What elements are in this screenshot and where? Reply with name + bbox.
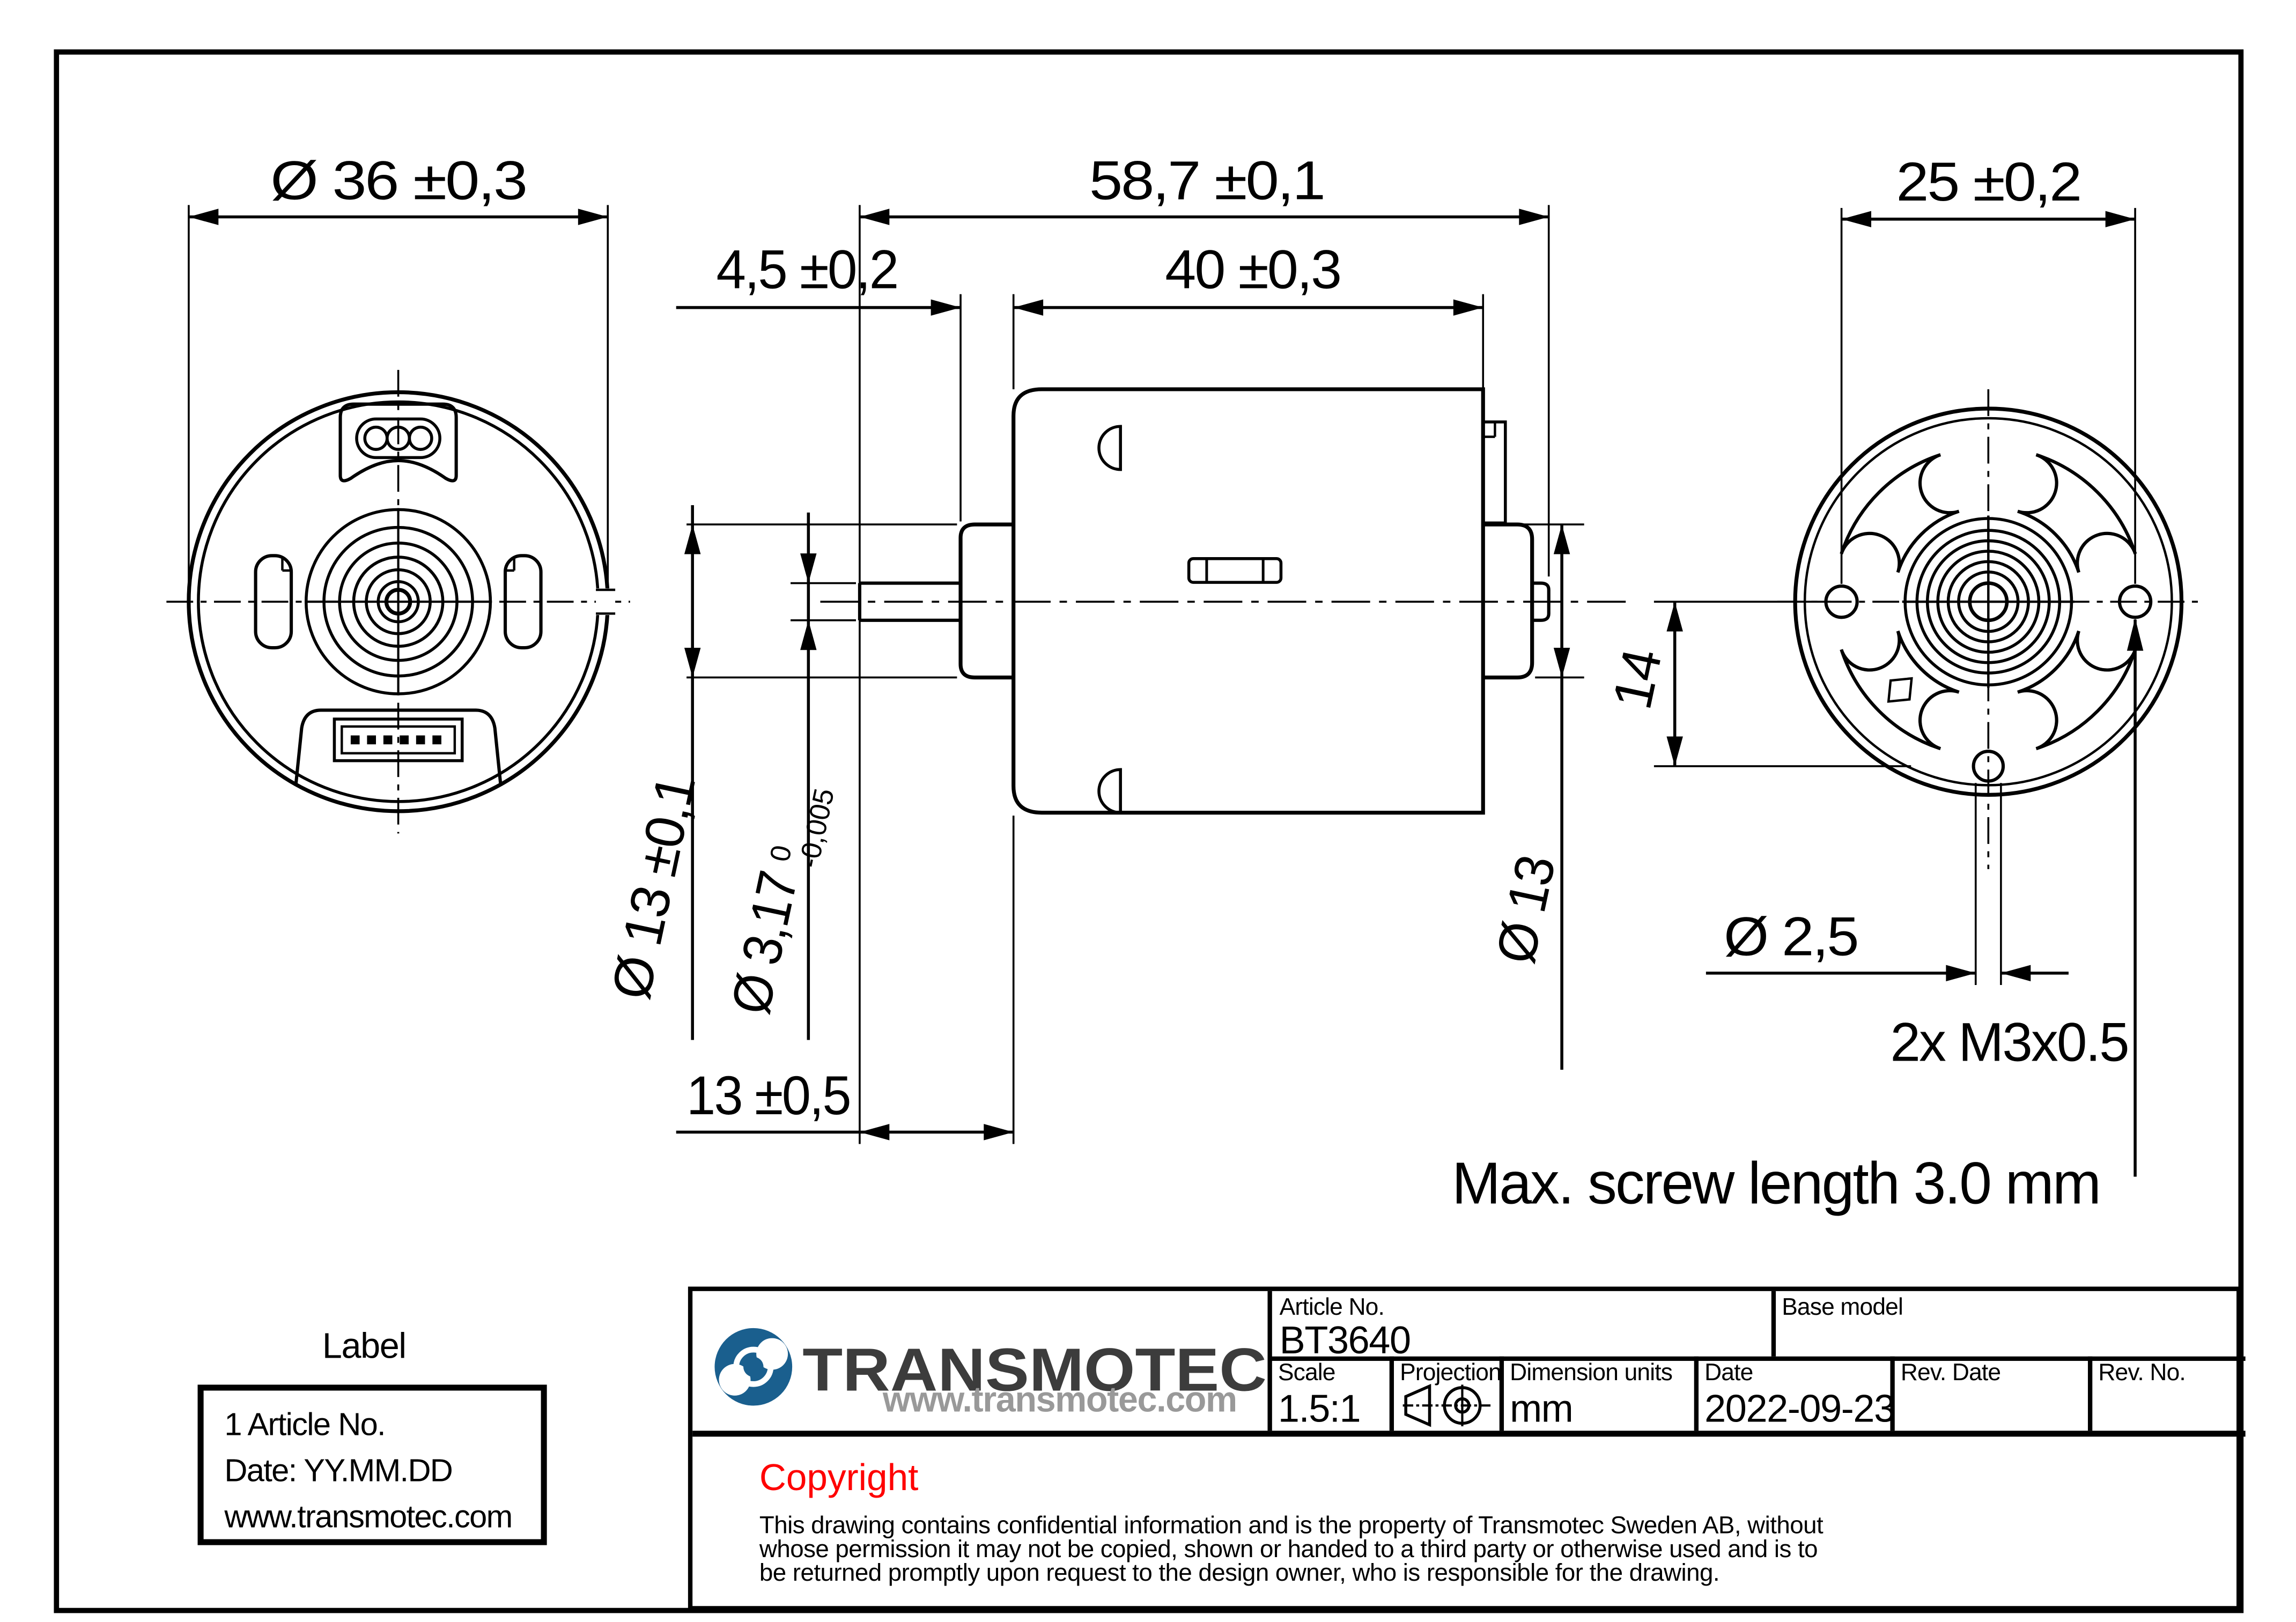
dim-shaft-dia-label: Ø 3,17: [719, 867, 809, 1019]
title-block: TRANSMOTEC www.transmotec.com Article No…: [688, 1286, 2246, 1611]
brand-wordmark: TRANSMOTEC: [802, 1335, 1267, 1404]
copyright-line2: whose permission it may not be copied, s…: [759, 1536, 1818, 1563]
rear-extension-lines: [1653, 208, 2136, 986]
projection-label: Projection: [1400, 1361, 1502, 1387]
rev-no-label: Rev. No.: [2098, 1361, 2186, 1387]
tb-divider: [1267, 1356, 2246, 1361]
dim-rear-boss-dia: Ø 13: [1484, 524, 1570, 1070]
label-box-line2: Date: YY.MM.DD: [224, 1453, 453, 1489]
dim-overall-len: 58,7 ±0,1: [859, 149, 1549, 225]
dim-body-len: 40 ±0,3: [1013, 239, 1483, 316]
dim-mount-hole-spacing: 25 ±0,2: [1841, 151, 2136, 227]
dim-front-boss-dia: Ø 13 ±0,1: [600, 505, 707, 1040]
dim-mount-thread-label: 2x M3x0.5: [1890, 1011, 2128, 1072]
rev-date-label: Rev. Date: [1900, 1361, 2001, 1387]
tb-divider: [1694, 1356, 1699, 1431]
copyright-line3: be returned promptly upon request to the…: [759, 1560, 1720, 1587]
tb-divider: [692, 1431, 2246, 1437]
rear-vent-slots: [1840, 453, 2137, 751]
first-angle-projection-icon: [1402, 1383, 1492, 1427]
dim-pilot-hole-offset-label: 14: [1600, 645, 1673, 714]
dim-body-len-label: 40 ±0,3: [1165, 239, 1340, 300]
tb-divider: [1389, 1356, 1394, 1431]
side-view: [686, 205, 1635, 1144]
tb-divider: [1771, 1291, 1776, 1357]
dimension-units-label: Dimension units: [1510, 1361, 1673, 1387]
dim-shaft-len-label: 13 ±0,5: [686, 1064, 850, 1126]
dim-overall-len-label: 58,7 ±0,1: [1089, 149, 1324, 211]
tb-divider: [1499, 1356, 1504, 1431]
label-box-title: Label: [322, 1327, 407, 1367]
dim-mount-hole-spacing-label: 25 ±0,2: [1896, 151, 2081, 212]
dim-front-boss-len-label: 4,5 ±0,2: [717, 239, 898, 300]
dim-front-boss-len: 4,5 ±0,2: [676, 239, 961, 316]
front-vent-left: [254, 554, 293, 650]
dim-shaft-dia: Ø 3,17 0 -0,005: [719, 512, 840, 1040]
label-box-line1: 1 Article No.: [224, 1406, 386, 1443]
front-top-connector: [338, 402, 458, 483]
front-view: [166, 369, 630, 834]
copyright-text: This drawing contains confidential infor…: [759, 1512, 1823, 1587]
label-box-line3: www.transmotec.com: [224, 1499, 513, 1535]
front-connector-pins: [350, 735, 441, 745]
dim-mount-thread: 2x M3x0.5: [1890, 618, 2144, 1177]
note-max-screw-length: Max. screw length 3.0 mm: [1452, 1150, 2100, 1216]
rear-view: [1653, 208, 2204, 986]
rear-pilot-hole: [1972, 750, 2005, 783]
base-model-label: Base model: [1782, 1295, 1903, 1321]
dim-front-boss-dia-label: Ø 13 ±0,1: [600, 771, 707, 1004]
side-rear-stub: [1532, 581, 1551, 622]
dim-shaft-len: 13 ±0,5: [676, 1064, 1014, 1140]
front-bottom-connector: [294, 708, 503, 787]
dim-pilot-hole-dia: Ø 2,5: [1706, 906, 2069, 982]
side-terminal-tab: [1481, 420, 1507, 525]
side-slot: [1187, 557, 1283, 584]
dim-pilot-hole-dia-label: Ø 2,5: [1724, 906, 1857, 967]
copyright-title: Copyright: [759, 1457, 919, 1499]
side-vent-bottom: [1097, 768, 1122, 814]
tb-divider: [1890, 1356, 1895, 1431]
side-front-boss: [958, 522, 1014, 680]
dimension-units-value: mm: [1510, 1386, 1574, 1431]
copyright-line1: This drawing contains confidential infor…: [759, 1512, 1823, 1539]
date-label: Date: [1704, 1361, 1753, 1387]
article-no-label: Article No.: [1279, 1295, 1385, 1321]
dim-rear-boss-dia-label: Ø 13: [1484, 851, 1567, 968]
dim-shaft-dia-tol-lower: -0,005: [793, 786, 840, 870]
scale-value: 1.5:1: [1278, 1386, 1361, 1431]
rear-slot-notch: [1887, 677, 1913, 703]
front-rim-notch: [596, 588, 616, 616]
dim-pilot-hole-offset: 14: [1600, 602, 1683, 766]
side-body: [1012, 387, 1485, 815]
transmotec-logo-icon: [714, 1328, 793, 1406]
side-vent-top: [1097, 425, 1122, 471]
rear-screw-hole-right: [2117, 584, 2153, 619]
date-value: 2022-09-23: [1704, 1386, 1895, 1431]
scale-label: Scale: [1278, 1361, 1336, 1387]
dim-front-outer-dia: Ø 36 ±0,3: [188, 149, 609, 589]
tb-divider: [2087, 1356, 2093, 1431]
side-extension-lines: [686, 205, 1584, 1144]
brand-website: www.transmotec.com: [882, 1380, 1237, 1420]
article-no-value: BT3640: [1279, 1317, 1411, 1362]
dim-front-outer-dia-label: Ø 36 ±0,3: [270, 149, 526, 211]
front-vent-right: [504, 554, 543, 650]
label-box: 1 Article No. Date: YY.MM.DD www.transmo…: [197, 1384, 547, 1545]
